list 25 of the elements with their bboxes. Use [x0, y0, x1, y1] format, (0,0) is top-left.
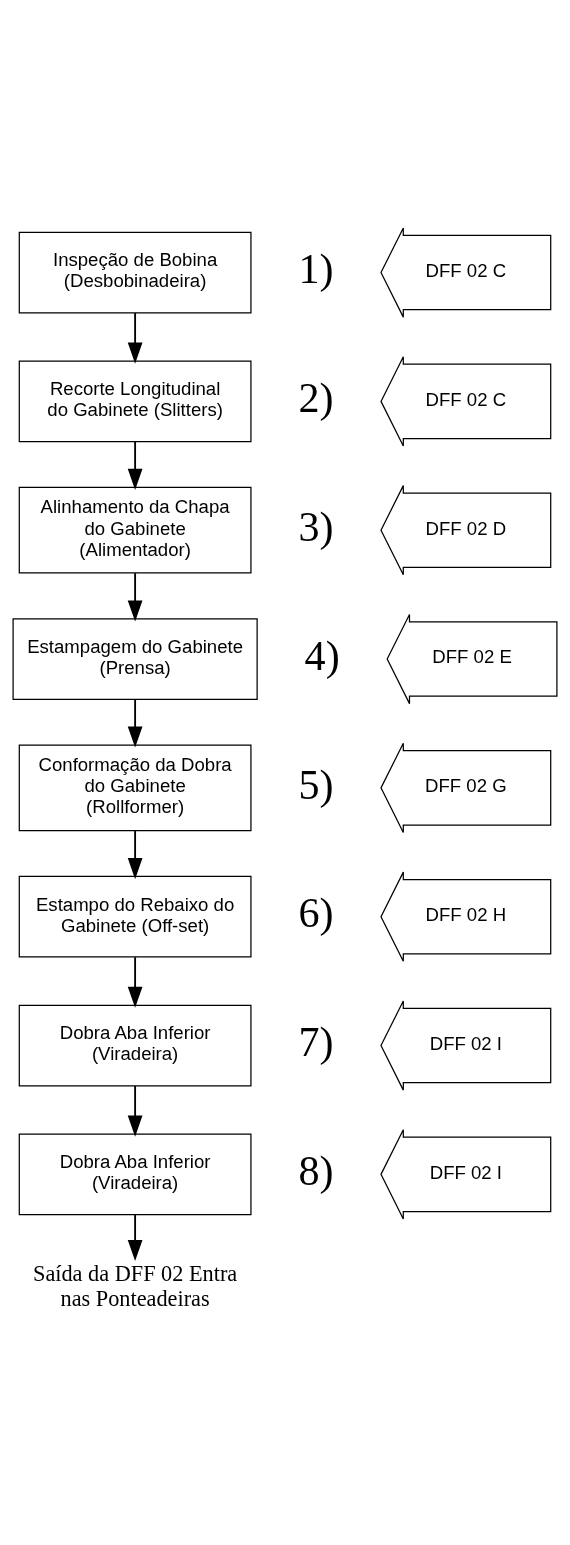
node-label: 5): [298, 760, 334, 808]
node-box: Dobra Aba Inferior (Viradeira): [18, 1132, 252, 1215]
node-label: 4): [304, 631, 340, 679]
node-label: 6): [298, 888, 334, 936]
arrow: [127, 1213, 143, 1261]
arrow: [127, 1084, 143, 1137]
arrow: [127, 955, 143, 1008]
node-text: Saída da DFF 02 Entra nas Ponteadeiras: [33, 1260, 238, 1311]
node-box: Estampo do Rebaixo do Gabinete (Off-set): [18, 875, 252, 958]
node-box: Alinhamento da Chapa do Gabinete (Alimentador): [18, 486, 252, 574]
node-label: 8): [298, 1146, 334, 1194]
arrow: [127, 698, 143, 748]
node-box: Dobra Aba Inferior (Viradeira): [18, 1004, 252, 1086]
node-box: Conformação da Dobra do Gabinete (Rollformer): [18, 744, 252, 831]
node-label: 3): [298, 502, 334, 550]
arrow: [127, 311, 143, 364]
node-box: Inspeção de Bobina (Desbobinadeira): [18, 231, 252, 313]
arrow: [127, 440, 143, 490]
arrow: [127, 829, 143, 879]
arrow: [127, 571, 143, 621]
node-label: 7): [298, 1017, 334, 1065]
node-box: Estampagem do Gabinete (Prensa): [12, 617, 258, 700]
node-label: 2): [298, 373, 334, 421]
node-box: Recorte Longitudinal do Gabinete (Slitters): [18, 360, 252, 442]
node-label: 1): [298, 244, 334, 292]
